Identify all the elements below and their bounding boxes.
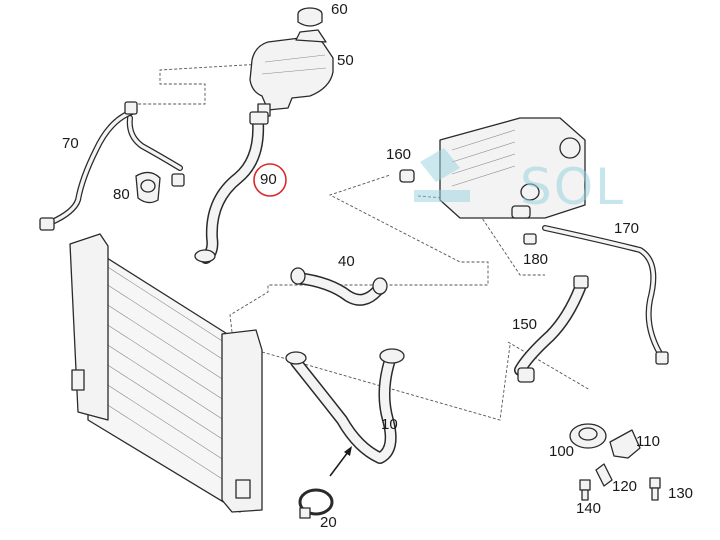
callout-80: 80 [113, 186, 130, 203]
callout-130: 130 [668, 485, 694, 502]
connector-160 [399, 169, 415, 183]
callout-160: 160 [386, 146, 412, 163]
callout-120: 120 [612, 478, 638, 495]
bolt-130 [649, 477, 661, 501]
callout-100: 100 [549, 443, 575, 460]
watermark-logo [414, 148, 470, 202]
leader-radiator-to-pump [229, 174, 489, 333]
callout-150: 150 [512, 316, 538, 333]
thermostat-100 [569, 423, 607, 449]
callout-170: 170 [614, 220, 640, 237]
callout-70: 70 [62, 135, 79, 152]
callout-60: 60 [331, 1, 348, 18]
radiator [69, 233, 263, 513]
callout-40: 40 [338, 253, 355, 270]
clamp-20 [298, 488, 334, 519]
callout-180: 180 [523, 251, 549, 268]
hose-170 [511, 205, 669, 365]
callout-50: 50 [337, 52, 354, 69]
clip-120 [595, 463, 613, 487]
hose-150 [514, 275, 589, 383]
connector-180 [523, 233, 537, 245]
callout-90: 90 [260, 171, 277, 188]
expansion-tank [249, 29, 334, 117]
bolt-140 [579, 479, 591, 501]
clamp-80 [135, 171, 161, 204]
tank-cap [297, 7, 323, 27]
callout-140: 140 [576, 500, 602, 517]
callout-20: 20 [320, 514, 337, 531]
leader-tank-to-pipe [125, 63, 263, 105]
leader-lower-hose [261, 344, 511, 421]
leader-thermostat [507, 341, 591, 391]
pipe-70 [39, 101, 185, 231]
highlight-ring [253, 163, 287, 197]
pump-unit [439, 117, 586, 219]
watermark-text: SOL [520, 158, 625, 216]
callout-110: 110 [636, 433, 660, 450]
hose-10 [285, 348, 405, 477]
hose-90 [194, 111, 269, 264]
bracket-110 [609, 429, 641, 459]
hose-40 [290, 267, 388, 306]
callout-10: 10 [381, 416, 398, 433]
